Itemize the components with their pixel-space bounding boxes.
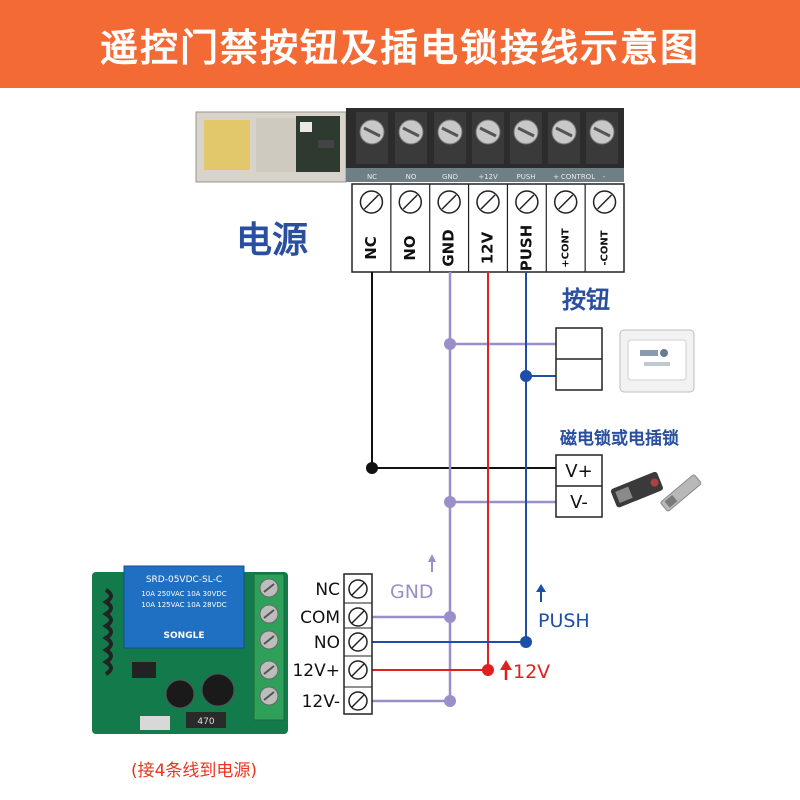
v12-wire-label: 12V [500,660,550,683]
title-banner: 遥控门禁按钮及插电锁接线示意图 [0,0,800,88]
lock-terminal-vplus: V+ [565,461,592,482]
v12-label: 12V [513,661,550,683]
printed-block-label: + [553,173,559,181]
power-terminal-block-photo: NC NO GND +12V PUSH +CONTROL- [346,108,624,182]
gnd-label: GND [390,581,434,603]
power-terminal-label: PUSH [517,225,535,272]
lock-terminal-vminus: V- [570,492,588,513]
page-title: 遥控门禁按钮及插电锁接线示意图 [99,25,700,70]
printed-block-label: CONTROL [561,173,595,181]
power-terminal-block: NC NO GND 12V PUSH +CONT -CONT [351,183,625,273]
lock-photos [610,471,702,512]
relay-terminal-block: NC COM NO 12V+ 12V- [292,573,373,715]
power-supply-photo [195,111,347,183]
relay-board: SRD-05VDC-SL-C 10A 250VAC 10A 30VDC 10A … [92,565,288,734]
relay-terminal-label: COM [300,608,340,628]
wires [366,272,556,707]
relay-terminal-label: 12V- [302,692,340,712]
relay-terminal-label: NO [314,633,340,653]
relay-terminal-label: 12V+ [292,661,340,681]
relay-terminal-label: NC [315,580,340,600]
power-terminal-label: +CONT [561,228,572,268]
printed-block-label: PUSH [516,173,535,181]
resistor-text: 470 [197,717,214,727]
printed-block-label: NC [367,173,377,181]
gnd-wire-label: GND [390,554,436,603]
power-label: 电源 [236,220,308,261]
relay-rating-1: 10A 250VAC 10A 30VDC [141,590,226,598]
power-terminal-label: GND [440,229,458,266]
exit-button-photo [619,329,695,393]
push-wire-label: PUSH [536,584,590,632]
power-terminal-label: 12V [479,231,497,264]
printed-block-label: GND [442,173,458,181]
button-terminal [555,327,603,391]
power-terminal-label: -CONT [600,230,611,265]
button-label: 按钮 [562,286,610,314]
push-label: PUSH [538,610,590,632]
power-terminal-label: NC [362,236,380,260]
relay-model-text: SRD-05VDC-SL-C [146,575,222,585]
footer-note: (接4条线到电源) [131,761,257,781]
lock-label: 磁电锁或电插锁 [560,428,679,449]
lock-terminal: V+ V- [555,454,603,518]
wire-nc [371,272,556,469]
relay-rating-2: 10A 125VAC 10A 28VDC [141,601,226,609]
junction-dot [366,462,378,474]
relay-brand-text: SONGLE [164,631,205,641]
printed-block-label: +12V [478,173,498,181]
printed-block-label: - [603,173,606,181]
power-terminal-label: NO [401,235,419,260]
printed-block-label: NO [406,173,417,181]
